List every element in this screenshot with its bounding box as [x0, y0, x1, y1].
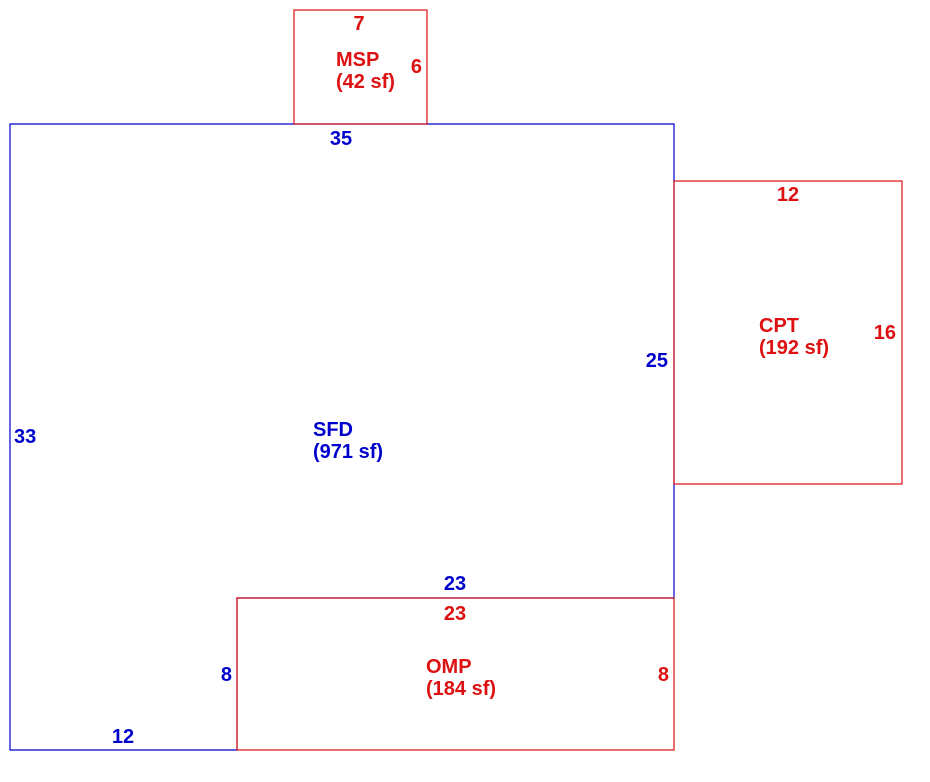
msp-outline: [293, 9, 428, 125]
msp-top-dimension: 7: [353, 13, 364, 35]
msp-code-label: MSP: [336, 49, 379, 71]
sfd-bottom-dimension: 12: [112, 726, 134, 748]
sfd-area-label: (971 sf): [313, 441, 383, 463]
omp-outline: [236, 597, 675, 751]
cpt-code-label: CPT: [759, 315, 799, 337]
msp-right-dimension: 6: [411, 56, 422, 78]
cpt-right-dimension: 16: [874, 322, 896, 344]
cpt-area-label: (192 sf): [759, 337, 829, 359]
omp-area-label: (184 sf): [426, 678, 496, 700]
sfd-code-label: SFD: [313, 419, 353, 441]
omp-code-label: OMP: [426, 656, 472, 678]
cpt-top-dimension: 12: [777, 184, 799, 206]
cpt-outline: [673, 180, 903, 485]
omp-right-dimension: 8: [658, 664, 669, 686]
msp-area-label: (42 sf): [336, 71, 395, 93]
sfd-inner-top-dimension: 23: [444, 573, 466, 595]
sfd-top-dimension: 35: [330, 128, 352, 150]
omp-top-dimension: 23: [444, 603, 466, 625]
sfd-left-dimension: 33: [14, 426, 36, 448]
sfd-right-dimension: 25: [646, 350, 668, 372]
sfd-inner-left-dimension: 8: [221, 664, 232, 686]
